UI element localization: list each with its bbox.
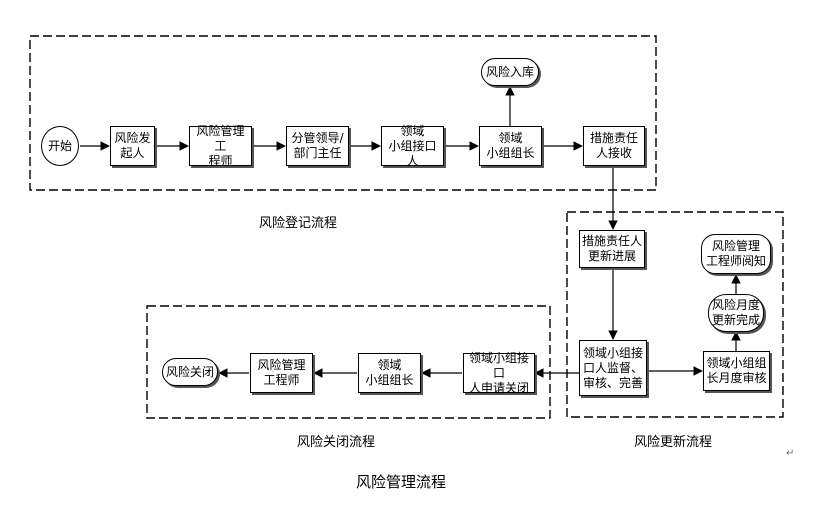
contact-review-node: 领域小组接 口人监督、 审核、完善 xyxy=(579,340,647,396)
closure-group-label: 风险关闭流程 xyxy=(297,435,376,450)
monthly-review-node: 领域小组组 长月度审核 xyxy=(703,351,770,391)
engineer-node: 风险管理工 程师 xyxy=(189,124,252,168)
storage-node: 风险入库 xyxy=(481,58,539,86)
update-group-boundary xyxy=(566,211,784,418)
contact-node: 领域 小组接口人 xyxy=(381,124,444,168)
monthly-done-node: 风险月度 更新完成 xyxy=(708,294,764,332)
leader-node: 分管领导/ 部门主任 xyxy=(286,126,349,166)
close-request-node: 领域小组接口 人申请关闭 xyxy=(463,351,535,395)
closure-group-boundary xyxy=(146,305,551,419)
closed-node: 风险关闭 xyxy=(162,358,218,386)
owner-node: 措施责任 人接收 xyxy=(583,126,645,166)
registration-group-label: 风险登记流程 xyxy=(259,216,338,231)
group-lead-close-node: 领域 小组组长 xyxy=(358,353,421,393)
registration-group-boundary xyxy=(29,35,657,191)
paragraph-mark: ↵ xyxy=(786,448,795,459)
update-group-label: 风险更新流程 xyxy=(634,435,713,450)
initiator-node: 风险发 起人 xyxy=(110,126,155,166)
engineer-notify-node: 风险管理 工程师阅知 xyxy=(701,234,771,274)
engineer-close-node: 风险管理 工程师 xyxy=(250,353,313,393)
owner-update-node: 措施责任人 更新进展 xyxy=(579,230,645,268)
start-node: 开始 xyxy=(41,126,79,166)
diagram-title: 风险管理流程 xyxy=(356,473,447,491)
group-lead-node: 领域 小组组长 xyxy=(479,126,542,166)
